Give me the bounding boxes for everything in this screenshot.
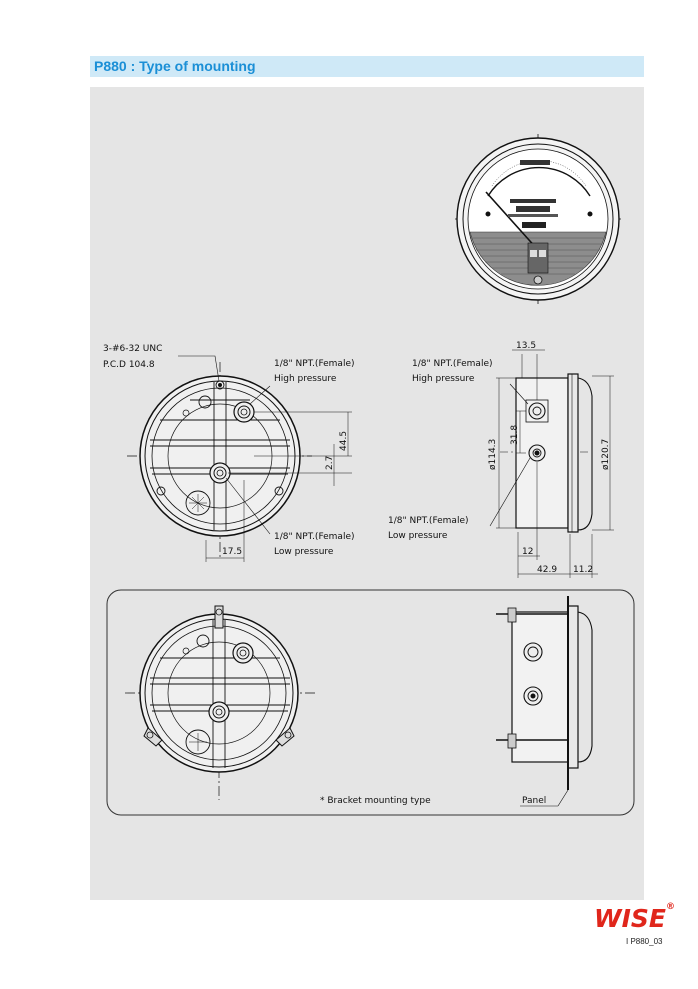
side-npt-low-label: 1/8" NPT.(Female) xyxy=(388,516,469,526)
dim-42-9: 42.9 xyxy=(537,565,557,575)
logo-text: WISE xyxy=(594,904,666,933)
bracket-side-view xyxy=(496,596,593,807)
front-npt-low-label: 1/8" NPT.(Female) xyxy=(274,532,355,542)
front-high-pressure-label: High pressure xyxy=(274,374,337,384)
dim-2-7: 2.7 xyxy=(325,456,335,470)
screw-label: 3-#6-32 UNC xyxy=(103,344,162,354)
title-bar: P880 : Type of mounting xyxy=(90,56,644,77)
dim-114-3: ø114.3 xyxy=(488,439,498,470)
side-npt-high-label: 1/8" NPT.(Female) xyxy=(412,359,493,369)
dim-17-5: 17.5 xyxy=(222,547,242,557)
panel-label: Panel xyxy=(522,796,546,806)
dim-31-8: 31.8 xyxy=(510,425,520,445)
pcd-label: P.C.D 104.8 xyxy=(103,360,155,370)
dim-44-5: 44.5 xyxy=(339,431,349,451)
wise-logo: WISE® xyxy=(594,902,675,933)
registered-mark: ® xyxy=(665,902,675,912)
dim-120-7: ø120.7 xyxy=(601,439,611,470)
bracket-frame xyxy=(106,589,635,816)
front-low-pressure-label: Low pressure xyxy=(274,547,334,557)
side-view xyxy=(489,349,614,578)
dim-13-5: 13.5 xyxy=(516,341,536,351)
back-view xyxy=(127,355,352,562)
side-high-pressure-label: High pressure xyxy=(412,374,475,384)
side-low-pressure-label: Low pressure xyxy=(388,531,448,541)
gauge-face xyxy=(455,134,621,304)
dim-12: 12 xyxy=(522,547,533,557)
page-code: I P880_03 xyxy=(626,937,663,946)
dim-11-2: 11.2 xyxy=(573,565,593,575)
page-title: P880 : Type of mounting xyxy=(94,58,256,74)
front-npt-high-label: 1/8" NPT.(Female) xyxy=(274,359,355,369)
bracket-caption: * Bracket mounting type xyxy=(320,796,431,806)
bracket-back-view xyxy=(125,605,315,800)
